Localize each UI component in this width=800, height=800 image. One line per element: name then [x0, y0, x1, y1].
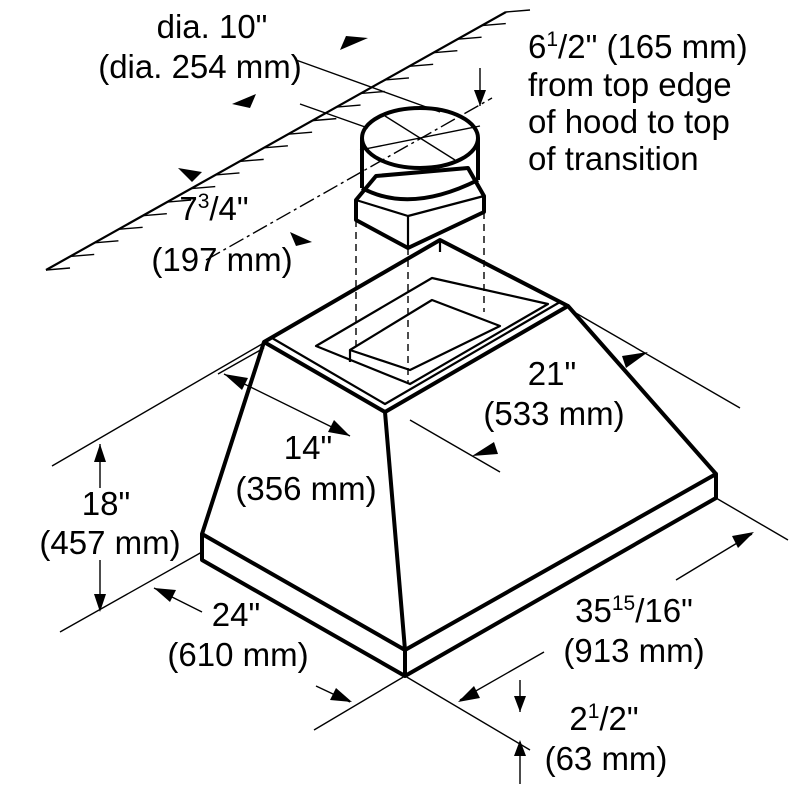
- label-duct-dia-mm: (dia. 254 mm): [98, 48, 302, 85]
- width-arrow-2: [458, 686, 480, 702]
- height-arrow-top: [94, 444, 106, 462]
- top-width-arrow-2: [328, 420, 350, 436]
- ceiling-hatch-tick: [70, 253, 95, 258]
- ceiling-hatch-tick: [336, 104, 361, 108]
- height-ext-bottom: [59, 551, 203, 633]
- width-ext: [715, 497, 789, 541]
- label-transition-offset-4: of transition: [528, 140, 699, 177]
- ceiling-line: [45, 11, 507, 271]
- label-duct-offset-mm: (197 mm): [151, 241, 292, 278]
- ceiling-hatch-tick: [505, 9, 531, 13]
- hood-left-face: [200, 340, 407, 651]
- dia-arrow-2: [232, 94, 256, 108]
- depth-ext: [313, 675, 406, 731]
- ceiling: [45, 9, 531, 271]
- label-depth-in: 24": [212, 596, 260, 633]
- dia-extension: [295, 59, 441, 113]
- dimension-labels: dia. 10" (dia. 254 mm) 61/2" (165 mm) fr…: [39, 8, 747, 777]
- label-width-mm: (913 mm): [563, 632, 704, 669]
- label-duct-offset-in: 73/4": [179, 190, 248, 227]
- transition-top-edge: [355, 194, 485, 218]
- ceiling-hatch-tick: [360, 90, 385, 95]
- ceiling-hatch-tick: [263, 145, 288, 149]
- label-transition-offset-3: of hood to top: [528, 103, 730, 140]
- dimension-lines: [51, 36, 789, 784]
- label-skirt-mm: (63 mm): [545, 740, 668, 777]
- depth-top-ext: [573, 311, 741, 409]
- label-transition-offset-2: from top edge: [528, 66, 732, 103]
- ceiling-hatch-tick: [118, 226, 143, 230]
- opening-inner: [348, 298, 502, 372]
- offset-arrow-2: [290, 232, 312, 246]
- ceiling-hatch-tick: [457, 36, 482, 40]
- ceiling-hatch-tick: [384, 77, 410, 81]
- ceiling-hatching: [45, 9, 531, 271]
- depth-top-ext-2: [409, 419, 501, 473]
- ceiling-hatch-tick: [288, 131, 313, 135]
- depth-arrow-2: [330, 688, 352, 702]
- opening-outer: [314, 276, 550, 386]
- ceiling-hatch-tick: [481, 22, 506, 27]
- height-ext-top: [51, 343, 263, 467]
- depth-top-arrow-2: [472, 442, 498, 456]
- ceiling-hatch-tick: [94, 240, 119, 244]
- ceiling-hatch-tick: [191, 185, 216, 190]
- top-width-ext: [217, 347, 265, 375]
- transition-height-arrow: [474, 90, 486, 106]
- skirt-arrow-top: [514, 696, 526, 712]
- label-height-mm: (457 mm): [39, 524, 180, 561]
- ceiling-hatch-tick: [166, 199, 192, 203]
- top-width-line: [223, 373, 351, 437]
- width-arrow-1: [732, 532, 754, 548]
- label-depth-mm: (610 mm): [167, 636, 308, 673]
- label-skirt-in: 21/2": [569, 700, 638, 737]
- ceiling-hatch-tick: [312, 117, 337, 122]
- transition-piece: [354, 166, 486, 250]
- label-height-in: 18": [82, 485, 130, 522]
- label-transition-offset-1: 61/2" (165 mm): [528, 28, 748, 65]
- depth-top-arrow-1: [622, 352, 648, 368]
- label-top-width-mm: (356 mm): [235, 470, 376, 507]
- skirt-arrow-bottom: [514, 740, 526, 756]
- label-top-width-in: 14": [284, 429, 332, 466]
- skirt-ext: [404, 675, 531, 751]
- label-width-in: 3515/16": [575, 592, 693, 629]
- ceiling-hatch-tick: [45, 267, 71, 271]
- hood-top-lip: [271, 301, 561, 406]
- offset-arrow-1: [178, 168, 202, 182]
- label-top-depth-mm: (533 mm): [483, 395, 624, 432]
- ceiling-hatch-tick: [142, 212, 167, 217]
- duct-centerline: [205, 97, 493, 261]
- depth-arrow-1: [154, 588, 176, 602]
- dia-arrow-1: [340, 36, 368, 50]
- duct-bottom-edge: [361, 178, 479, 202]
- top-width-arrow-1: [224, 374, 248, 390]
- ceiling-hatch-tick: [239, 158, 264, 163]
- hood-top-back: [262, 238, 569, 344]
- ceiling-hatch-tick: [409, 63, 434, 68]
- ceiling-hatch-tick: [433, 50, 458, 54]
- label-duct-dia-in: dia. 10": [157, 8, 268, 45]
- dia-extension-2: [299, 103, 369, 129]
- label-top-depth-in: 21": [528, 355, 576, 392]
- ceiling-hatch-tick: [215, 172, 240, 176]
- height-arrow-bottom: [94, 594, 106, 612]
